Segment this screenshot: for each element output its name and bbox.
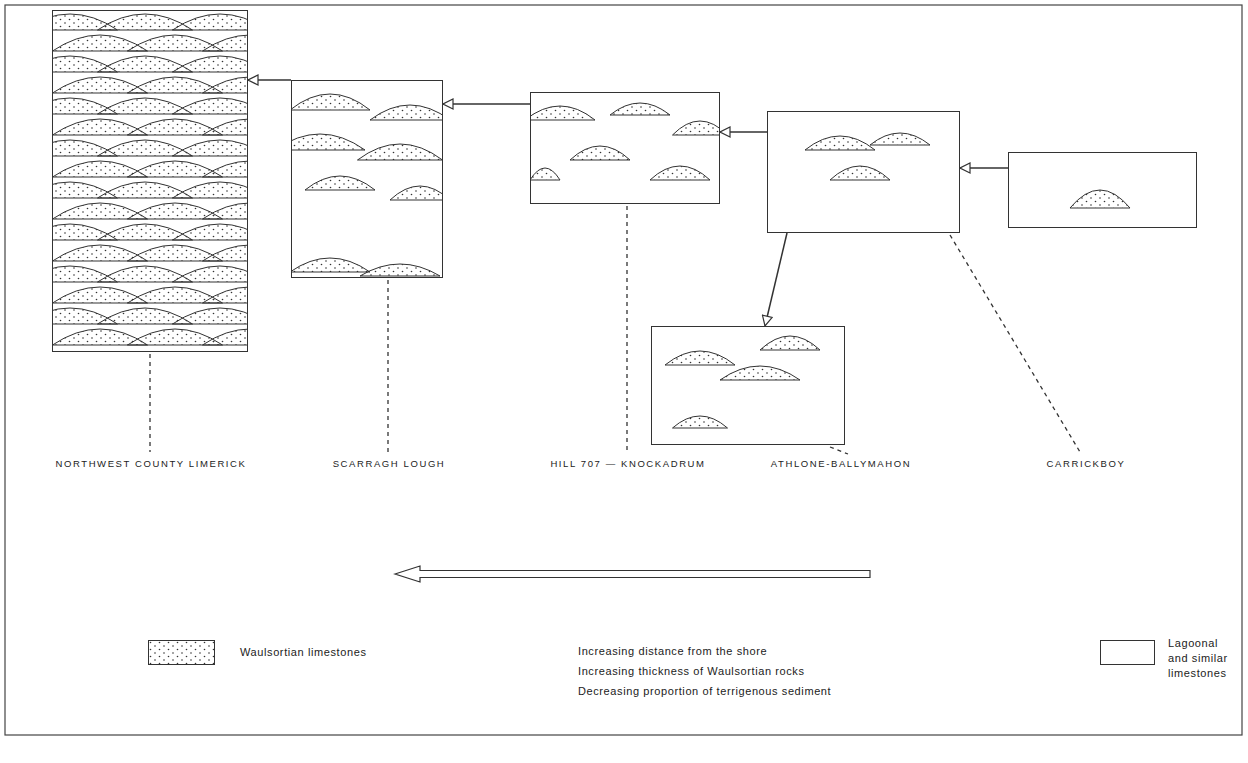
legend-pattern-fill xyxy=(148,640,215,665)
legend-swatch xyxy=(148,640,215,665)
legend-text: Lagoonal and similar limestones xyxy=(1168,636,1240,681)
trend-arrow xyxy=(395,566,870,582)
section-panel: SCARRAGH LOUGH xyxy=(291,80,443,278)
waulsortian-mounds xyxy=(23,14,1131,428)
progression-arrow xyxy=(720,131,767,133)
locality-label: HILL 707 — KNOCKADRUM xyxy=(548,458,707,469)
locality-label: CARRICKBOY xyxy=(1045,458,1128,469)
trend-note: Decreasing proportion of terrigenous sed… xyxy=(578,685,831,697)
progression-arrow xyxy=(960,167,1008,169)
section-panel xyxy=(1008,152,1197,228)
progression-arrow xyxy=(765,233,787,326)
progression-arrow xyxy=(443,103,530,105)
leader-lines xyxy=(150,206,1080,454)
section-panel: NORTHWEST COUNTY LIMERICK xyxy=(52,10,248,352)
legend-text: Waulsortian limestones xyxy=(240,645,440,660)
locality-label: SCARRAGH LOUGH xyxy=(331,458,448,469)
section-panel: HILL 707 — KNOCKADRUM xyxy=(530,92,720,204)
outer-frame xyxy=(5,5,1242,735)
legend-swatch xyxy=(1100,640,1155,665)
locality-label: NORTHWEST COUNTY LIMERICK xyxy=(54,458,249,469)
locality-label: ATHLONE-BALLYMAHON xyxy=(769,458,913,469)
trend-note: Increasing thickness of Waulsortian rock… xyxy=(578,665,805,677)
section-panel: ATHLONE-BALLYMAHON xyxy=(651,326,845,445)
progression-arrow xyxy=(248,79,291,81)
trend-note: Increasing distance from the shore xyxy=(578,645,767,657)
section-panel: CARRICKBOY xyxy=(767,111,960,233)
